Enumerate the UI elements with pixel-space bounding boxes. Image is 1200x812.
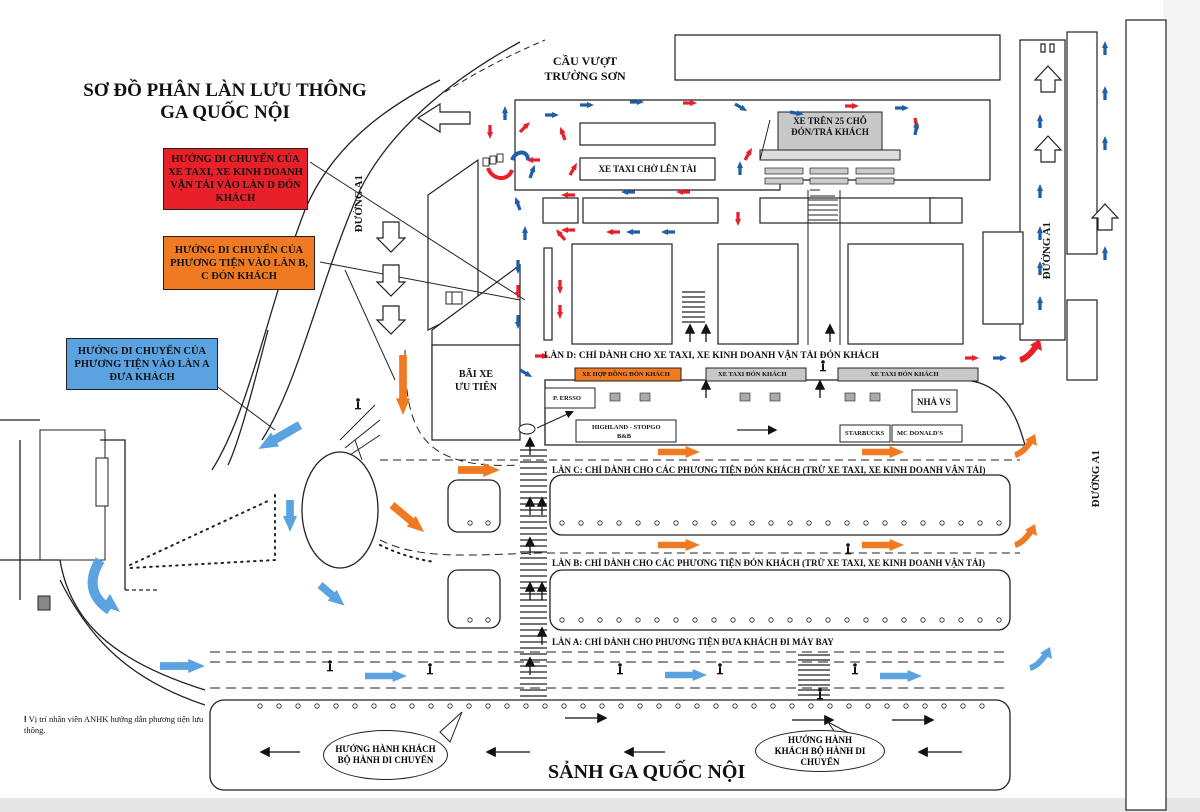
- priority-parking-label: BÃI XE ƯU TIÊN: [436, 368, 516, 394]
- legend-orange-text: HƯỚNG DI CHUYỂN CỦA PHƯƠNG TIỆN VÀO LÀN …: [170, 244, 308, 282]
- legend-red: HƯỚNG DI CHUYỂN CỦA XE TAXI, XE KINH DOA…: [163, 148, 308, 210]
- taxi-wait-label: XE TAXI CHỜ LÊN TÀI: [598, 164, 697, 174]
- road-a1-left: ĐƯỜNG A1: [353, 175, 365, 233]
- diagram-title-line1: SƠ ĐỒ PHÂN LÀN LƯU THÔNG: [83, 80, 367, 101]
- priority-parking-line2: ƯU TIÊN: [455, 382, 497, 393]
- pedestrian-callout-right: HƯỚNG HÀNH KHÁCH BỘ HÀNH DI CHUYỂN: [755, 730, 885, 772]
- staff-note-icon: ⵑ: [24, 714, 29, 724]
- shop-highland: HIGHLAND - STOPGO: [592, 424, 661, 431]
- terminal-label: SẢNH GA QUỐC NỘI: [548, 761, 746, 783]
- priority-parking-line1: BÃI XE: [458, 369, 494, 380]
- diagram-title: SƠ ĐỒ PHÂN LÀN LƯU THÔNG GA QUỐC NỘI: [60, 80, 390, 124]
- diagram-title-line2: GA QUỐC NỘI: [160, 102, 290, 123]
- shop-starbucks: STARBUCKS: [845, 430, 885, 437]
- lane-a-label: LÀN A: CHỈ DÀNH CHO PHƯƠNG TIỆN ĐƯA KHÁC…: [552, 637, 834, 647]
- shop-p-erso: P. ERSSO: [553, 395, 581, 402]
- lane-b-label: LÀN B: CHỈ DÀNH CHO CÁC PHƯƠNG TIỆN ĐÓN …: [552, 558, 986, 568]
- lane-d-sign-contract: XE HỢP ĐỒNG ĐÓN KHÁCH: [582, 371, 670, 378]
- lane-d-label: LÀN D: CHỈ DÀNH CHO XE TAXI, XE KINH DOA…: [544, 351, 879, 361]
- pedestrian-callout-right-text: HƯỚNG HÀNH KHÁCH BỘ HÀNH DI CHUYỂN: [774, 734, 866, 767]
- overpass-line2: TRƯỜNG SƠN: [544, 69, 626, 83]
- lane-d-sign-taxi-1: XE TAXI ĐÓN KHÁCH: [718, 371, 787, 378]
- pedestrian-callout-left-text: HƯỚNG HÀNH KHÁCH BỘ HÀNH DI CHUYỂN: [335, 744, 436, 765]
- legend-red-text: HƯỚNG DI CHUYỂN CỦA XE TAXI, XE KINH DOA…: [168, 154, 303, 204]
- legend-orange: HƯỚNG DI CHUYỂN CỦA PHƯƠNG TIỆN VÀO LÀN …: [163, 236, 315, 290]
- road-a1-top-right: ĐƯỜNG A1: [1041, 222, 1053, 280]
- legend-blue: HƯỚNG DI CHUYỂN CỦA PHƯƠNG TIỆN VÀO LÀN …: [66, 338, 218, 390]
- lane-d-sign-taxi-2: XE TAXI ĐÓN KHÁCH: [870, 371, 939, 378]
- restroom-label: NHÀ VS: [917, 397, 951, 407]
- overpass-line1: CẦU VƯỢT: [552, 54, 618, 68]
- road-a1-bottom-right: ĐƯỜNG A1: [1090, 450, 1102, 508]
- pedestrian-callout-left: HƯỚNG HÀNH KHÁCH BỘ HÀNH DI CHUYỂN: [323, 730, 448, 780]
- overpass-label: CẦU VƯỢT TRƯỜNG SƠN: [540, 54, 630, 84]
- shop-mcdonalds: MC DONALD'S: [897, 430, 944, 437]
- legend-blue-text: HƯỚNG DI CHUYỂN CỦA PHƯƠNG TIỆN VÀO LÀN …: [74, 345, 210, 383]
- bus-area-label: XE TRÊN 25 CHỖ ĐÓN/TRẢ KHÁCH: [791, 116, 869, 137]
- staff-note: ⵑ Vị trí nhân viên ANHK hướng dẫn phương…: [24, 714, 209, 736]
- lane-c-label: LÀN C: CHỈ DÀNH CHO CÁC PHƯƠNG TIỆN ĐÓN …: [552, 465, 986, 475]
- staff-note-text: Vị trí nhân viên ANHK hướng dẫn phương t…: [24, 714, 204, 735]
- shop-bb: B&B: [617, 433, 632, 440]
